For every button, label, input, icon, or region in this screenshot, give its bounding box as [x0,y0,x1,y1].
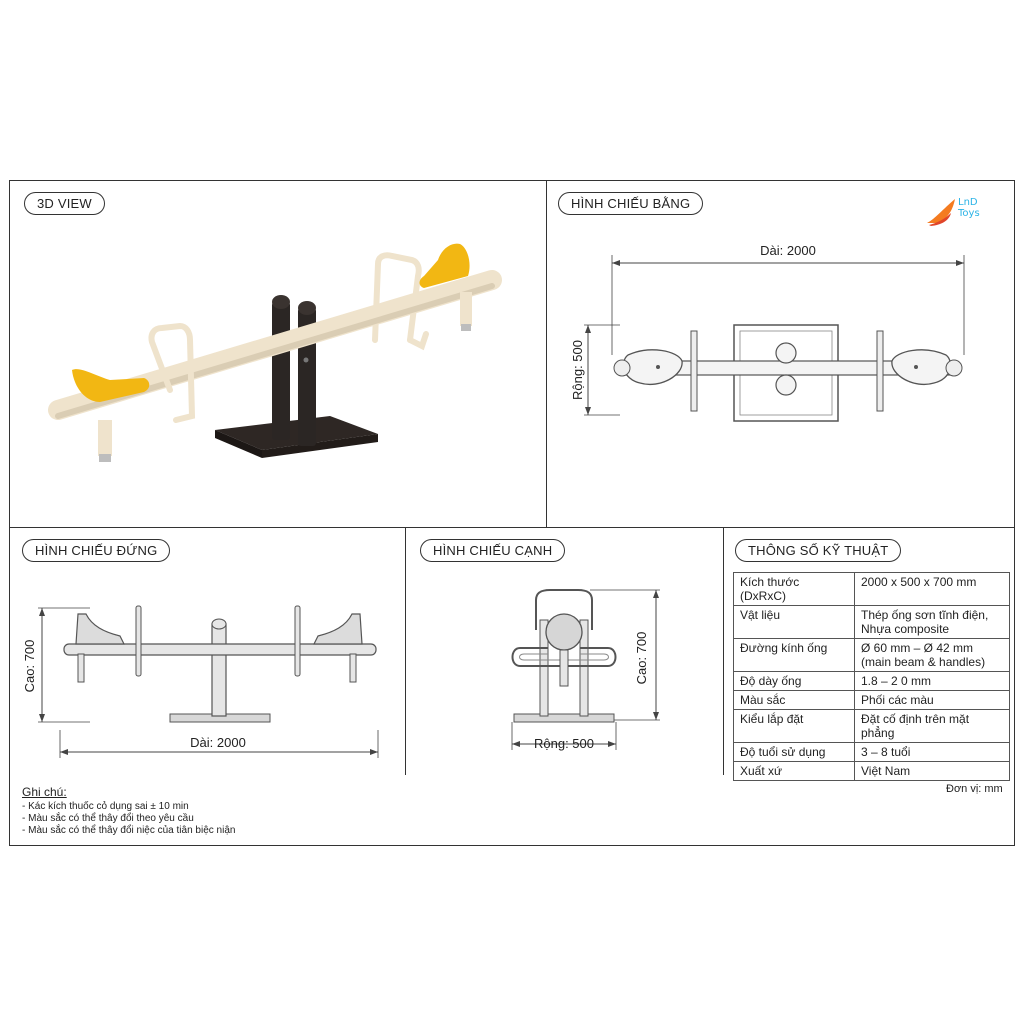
label-plan-view: HÌNH CHIẾU BẰNG [558,192,704,215]
divider-bottom-right [723,527,725,775]
spec-row: Màu sắc Phối các màu [733,690,1010,710]
divider-horizontal [10,527,1014,529]
spec-key: Vật liệu [733,605,855,639]
label-specs: THÔNG SỐ KỸ THUẬT [735,539,902,562]
plan-length-label: Dài: 2000 [760,243,816,258]
logo-text: LnD Toys [958,197,980,219]
spec-row: Đường kính ống Ø 60 mm – Ø 42 mm (main b… [733,638,1010,672]
spec-value: Việt Nam [854,761,1010,781]
divider-bottom-left [405,527,407,775]
spec-value: Ø 60 mm – Ø 42 mm (main beam & handles) [854,638,1010,672]
label-side-view: HÌNH CHIẾU CẠNH [420,539,566,562]
lnd-toys-logo [927,199,955,226]
spec-row: Xuất xứ Việt Nam [733,761,1010,781]
spec-key: Xuất xứ [733,761,855,781]
logo-line2: Toys [958,208,980,219]
label-3d-view: 3D VIEW [24,192,105,215]
unit-note: Đơn vị: mm [946,783,1003,795]
front-height-label: Cao: 700 [22,640,37,693]
note-item: - Màu sắc có thể thây đổi theo yêu cầu [22,813,194,824]
spec-key: Độ dày ống [733,671,855,691]
specs-table: Kích thước (DxRxC) 2000 x 500 x 700 mm V… [733,572,1010,781]
spec-value-line: Nhựa composite [861,622,950,636]
seesaw-3d-render [48,243,502,462]
spec-key: Kích thước (DxRxC) [733,572,855,606]
base-plate [215,416,378,450]
spec-key: Màu sắc [733,690,855,710]
spec-value-line: (main beam & handles) [861,655,986,669]
plan-view-drawing: Dài: 2000 Rộng: 500 [570,243,965,422]
spec-row: Độ dày ống 1.8 – 2 0 mm [733,671,1010,691]
spec-key: Kiểu lắp đặt [733,709,855,743]
note-item: - Màu sắc có thể thây đổi niệc của tiân … [22,825,236,836]
spec-key: Độ tuổi sử dụng [733,742,855,762]
front-length-label: Dài: 2000 [190,735,246,750]
drawing-sheet [9,180,1015,846]
spec-value-line: Thép ống sơn tĩnh điện, [861,608,989,622]
spec-value: 3 – 8 tuổi [854,742,1010,762]
side-view-drawing: Cao: 700 Rộng: 500 [511,589,660,751]
handle-left [148,322,196,423]
plan-width-label: Rộng: 500 [570,340,585,400]
note-item: - Kác kích thuốc cỏ dụng sai ± 10 min [22,801,189,812]
spec-value: Thép ống sơn tĩnh điện, Nhựa composite [854,605,1010,639]
spec-value: Phối các màu [854,690,1010,710]
logo-line1: LnD [958,197,978,208]
spec-key: Đường kính ống [733,638,855,672]
spec-row: Vật liệu Thép ống sơn tĩnh điện, Nhựa co… [733,605,1010,639]
spec-row: Kích thước (DxRxC) 2000 x 500 x 700 mm [733,572,1010,606]
spec-row: Độ tuổi sử dụng 3 – 8 tuổi [733,742,1010,762]
side-width-label: Rộng: 500 [534,736,594,751]
spec-value: 2000 x 500 x 700 mm [854,572,1010,606]
spec-value-line: Ø 60 mm – Ø 42 mm [861,641,974,655]
seat-right [419,243,470,288]
notes-title: Ghi chú: [22,785,67,799]
side-height-label: Cao: 700 [634,632,649,685]
spec-value: 1.8 – 2 0 mm [854,671,1010,691]
spec-row: Kiểu lắp đặt Đặt cố định trên mặt phẳng [733,709,1010,743]
notes-block: Ghi chú: - Kác kích thuốc cỏ dụng sai ± … [22,786,235,837]
seat-left [72,369,150,402]
spec-value: Đặt cố định trên mặt phẳng [854,709,1010,743]
handle-right [372,252,422,343]
divider-top-vertical [546,181,548,527]
front-view-drawing: Cao: 700 Dài: 2000 [22,605,379,758]
label-front-view: HÌNH CHIẾU ĐỨNG [22,539,171,562]
post-left [272,302,290,440]
